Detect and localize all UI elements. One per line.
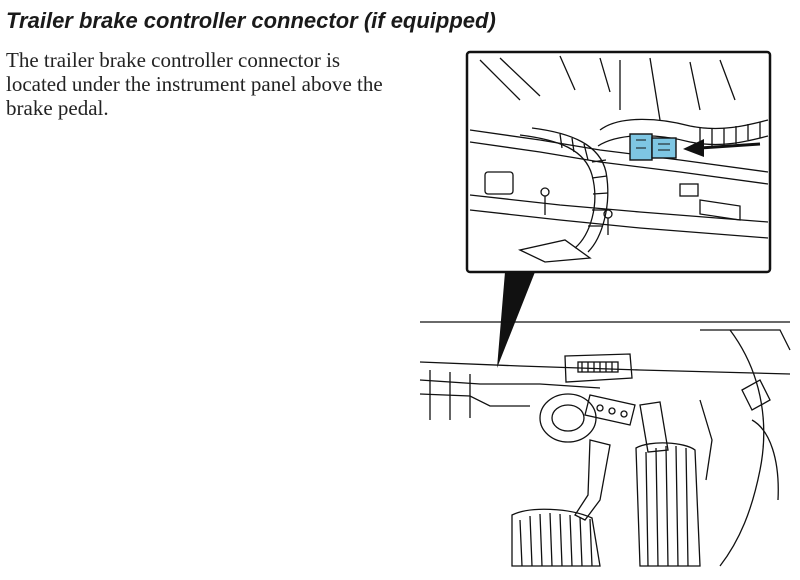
- section-heading: Trailer brake controller connector (if e…: [6, 8, 496, 33]
- callout-arrow: [699, 142, 761, 150]
- callout-pointer: [497, 272, 535, 368]
- section-body-text: The trailer brake controller connector i…: [6, 48, 383, 120]
- connector-detail-inset: [465, 50, 772, 274]
- under-dash-view: [419, 321, 791, 567]
- trailer-brake-connector: [629, 133, 653, 161]
